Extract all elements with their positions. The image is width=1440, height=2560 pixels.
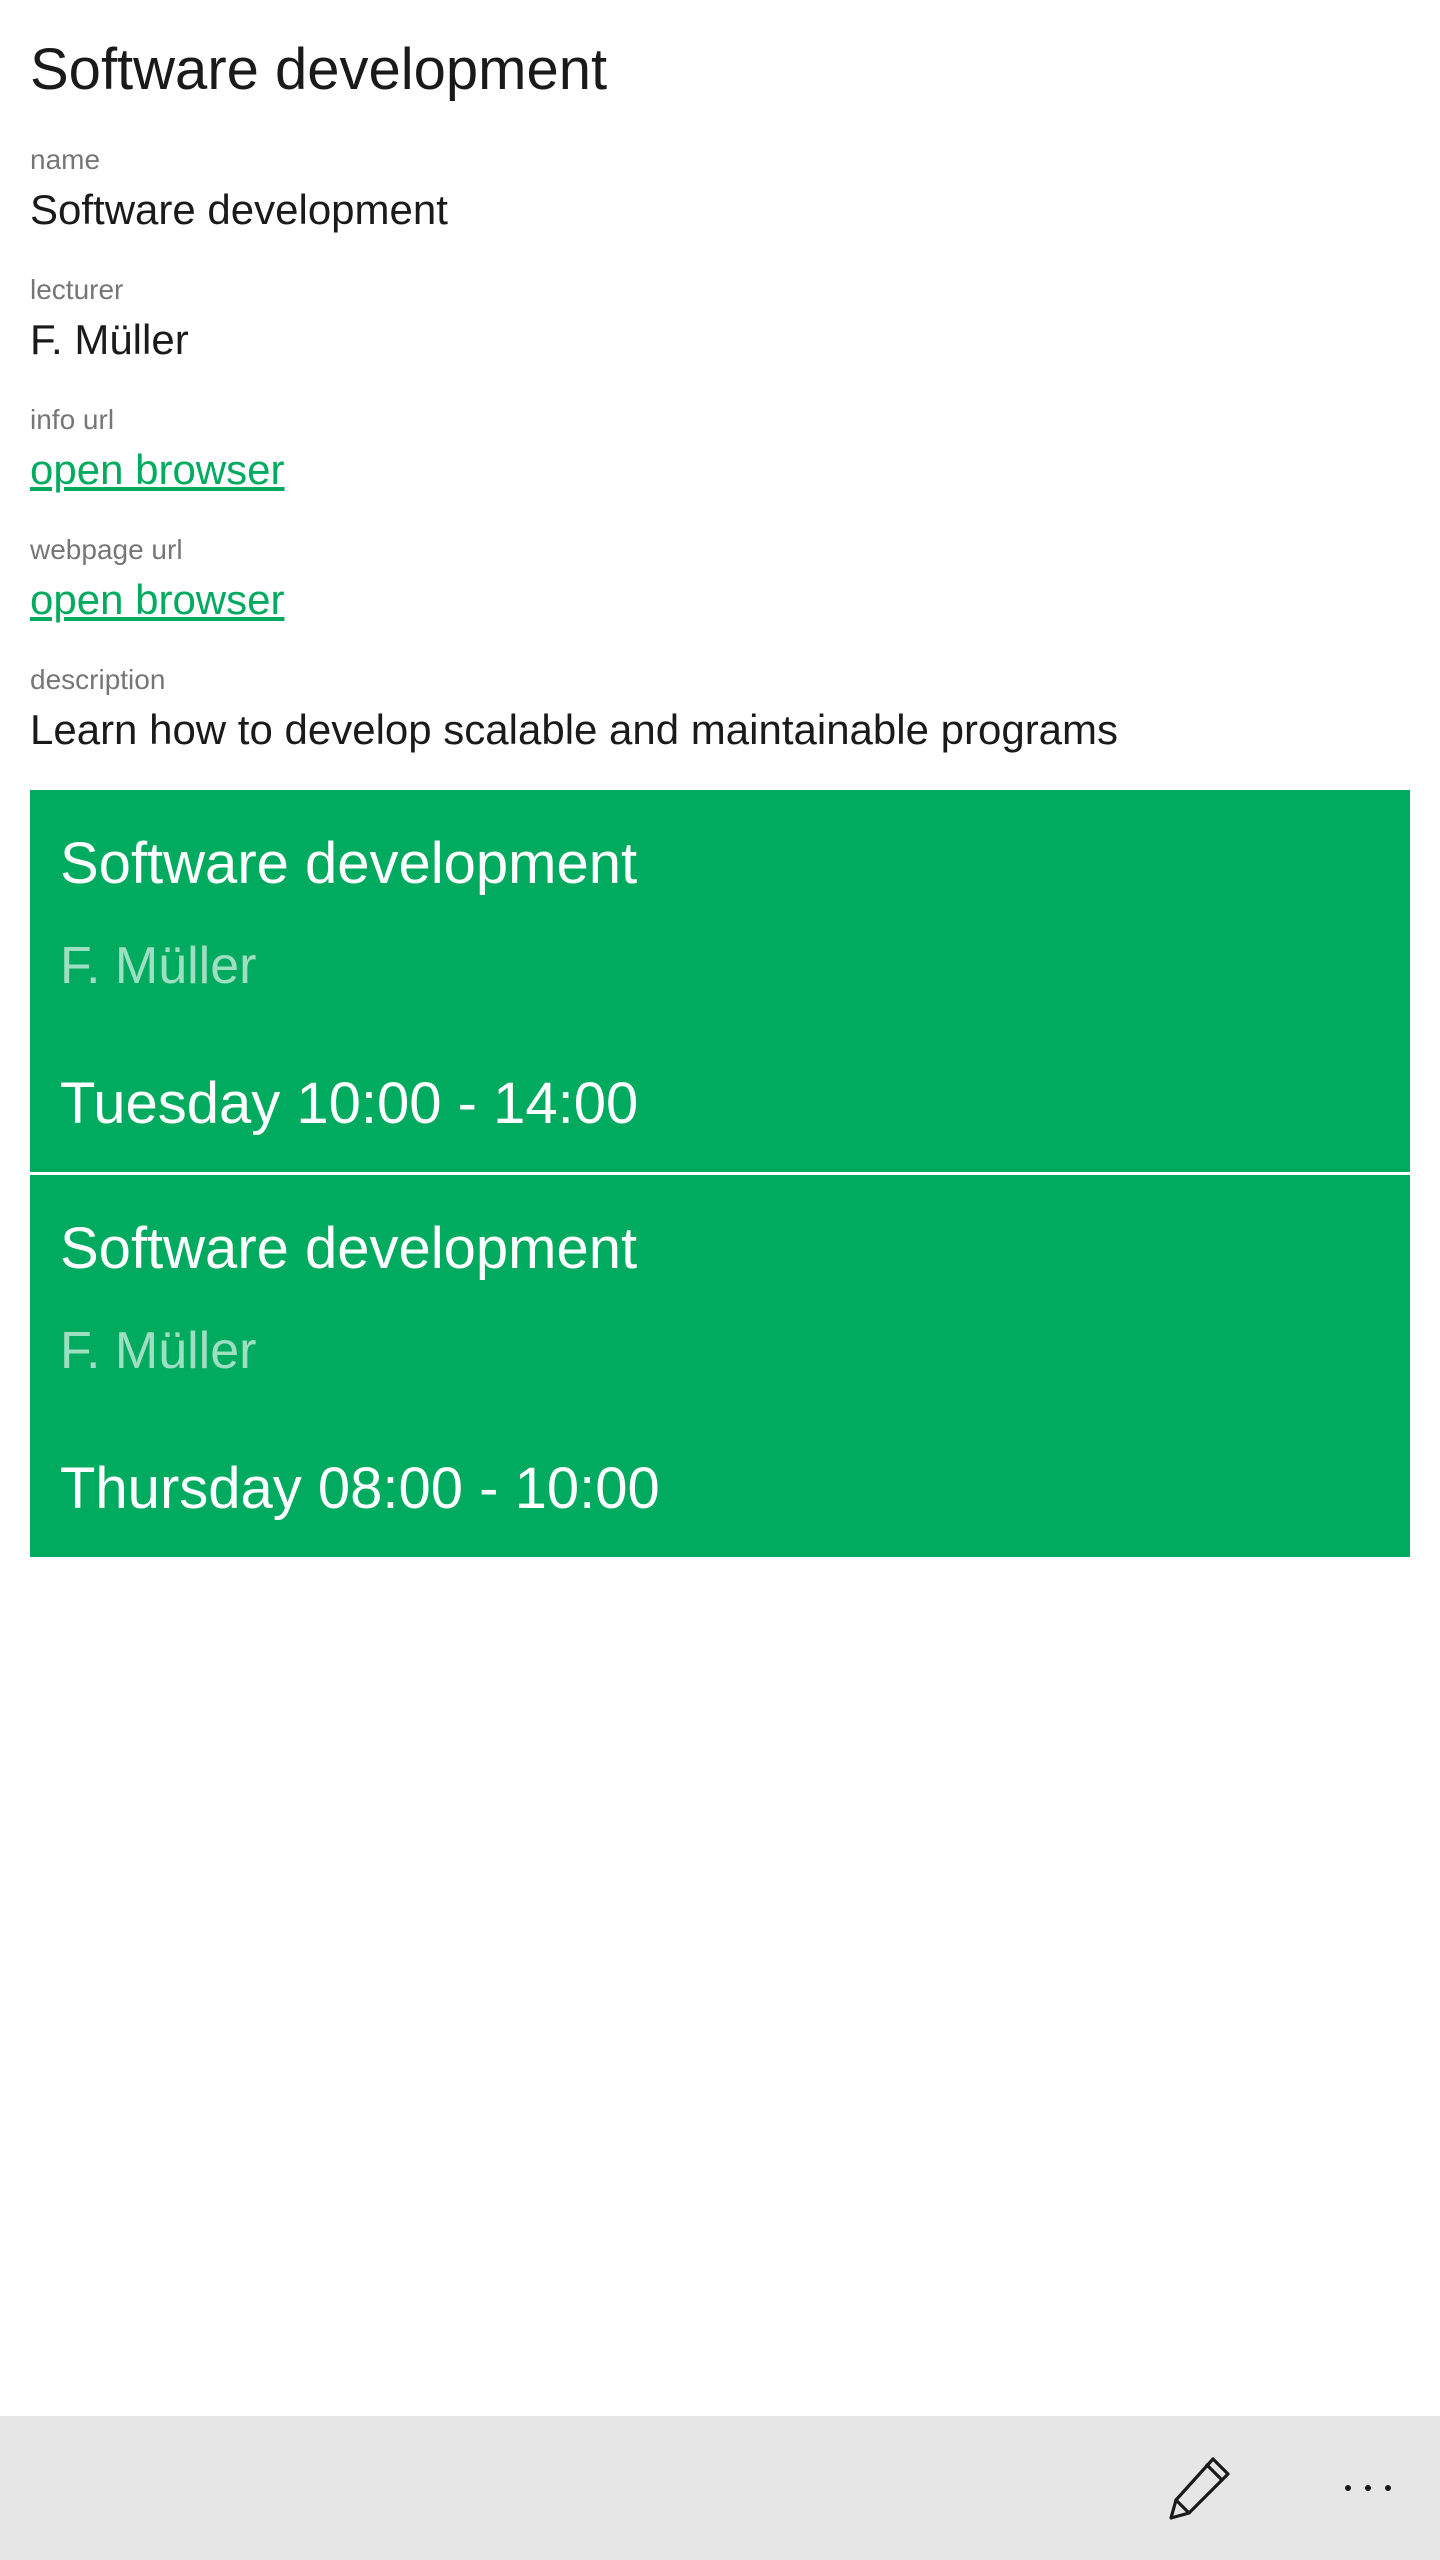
more-icon bbox=[1345, 2485, 1391, 2491]
description-value: Learn how to develop scalable and mainta… bbox=[30, 706, 1119, 753]
app-bar bbox=[0, 2416, 1440, 2560]
session-title: Software development bbox=[60, 1216, 638, 1281]
session-time: Thursday 08:00 - 10:00 bbox=[60, 1456, 660, 1521]
info-url-label: info url bbox=[30, 404, 115, 435]
lecturer-value: F. Müller bbox=[30, 316, 189, 363]
edit-button[interactable] bbox=[1150, 2438, 1250, 2538]
session-card[interactable]: Software development F. Müller Tuesday 1… bbox=[30, 790, 1410, 1172]
name-value: Software development bbox=[30, 186, 448, 233]
description-label: description bbox=[30, 664, 166, 695]
webpage-url-label: webpage url bbox=[30, 534, 183, 565]
info-url-link[interactable]: open browser bbox=[30, 446, 285, 493]
more-button[interactable] bbox=[1318, 2438, 1418, 2538]
lecturer-label: lecturer bbox=[30, 274, 124, 305]
session-lecturer: F. Müller bbox=[60, 937, 257, 995]
webpage-url-link[interactable]: open browser bbox=[30, 576, 285, 623]
sessions-list: Software development F. Müller Tuesday 1… bbox=[30, 790, 1410, 1560]
pencil-icon bbox=[1169, 2457, 1230, 2520]
session-title: Software development bbox=[60, 831, 638, 896]
session-lecturer: F. Müller bbox=[60, 1322, 257, 1380]
page-title: Software development bbox=[30, 37, 608, 102]
session-card[interactable]: Software development F. Müller Thursday … bbox=[30, 1175, 1410, 1557]
name-label: name bbox=[30, 144, 101, 175]
session-time: Tuesday 10:00 - 14:00 bbox=[60, 1071, 639, 1136]
